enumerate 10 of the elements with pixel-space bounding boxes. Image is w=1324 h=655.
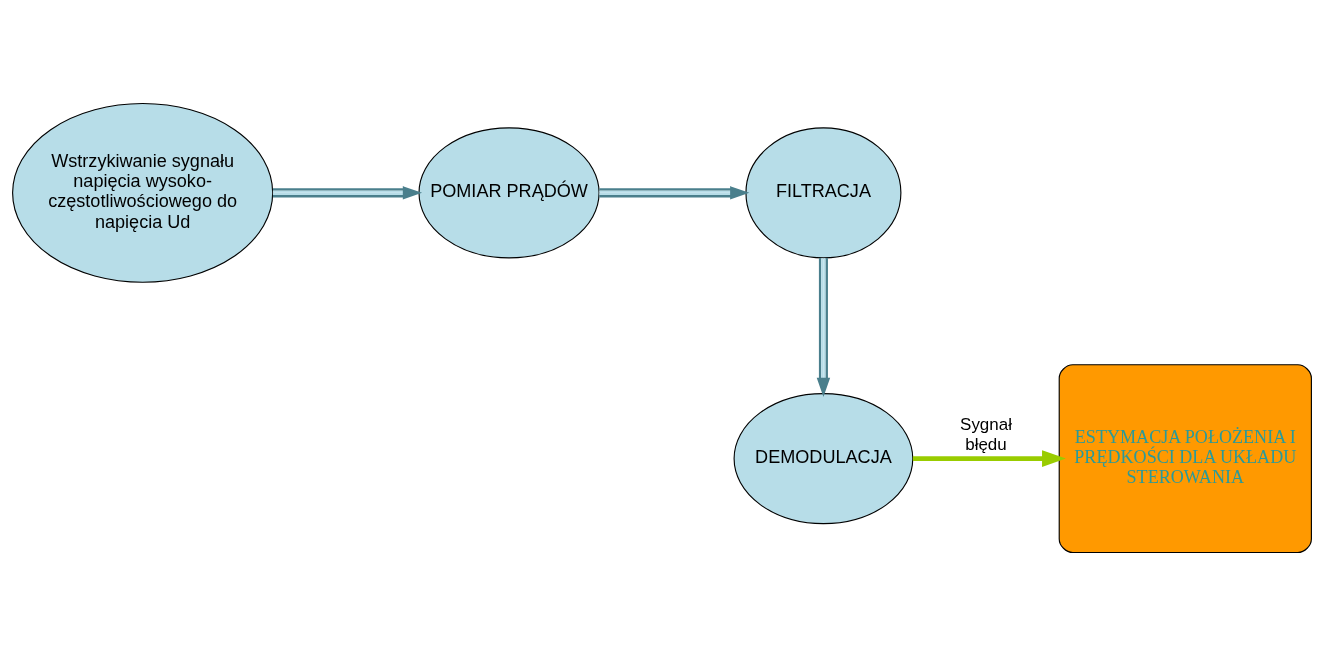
edge-label: Sygnał błędu <box>960 414 1012 454</box>
node-ellipse: DEMODULACJA <box>733 392 914 524</box>
arrow <box>272 185 423 200</box>
node-ellipse: POMIAR PRĄDÓW <box>418 126 600 258</box>
arrow <box>599 185 750 200</box>
node-box: ESTYMACJA POŁOŻENIA I PRĘDKOŚCI DLA UKŁADU STEROWANIA <box>1058 363 1312 553</box>
arrow <box>816 257 831 397</box>
node-ellipse: Wstrzykiwanie sygnału napięcia wysoko- częstotliwościowego do napięcia Ud <box>12 102 274 283</box>
arrow <box>912 449 1066 467</box>
node-ellipse: FILTRACJA <box>745 126 902 258</box>
